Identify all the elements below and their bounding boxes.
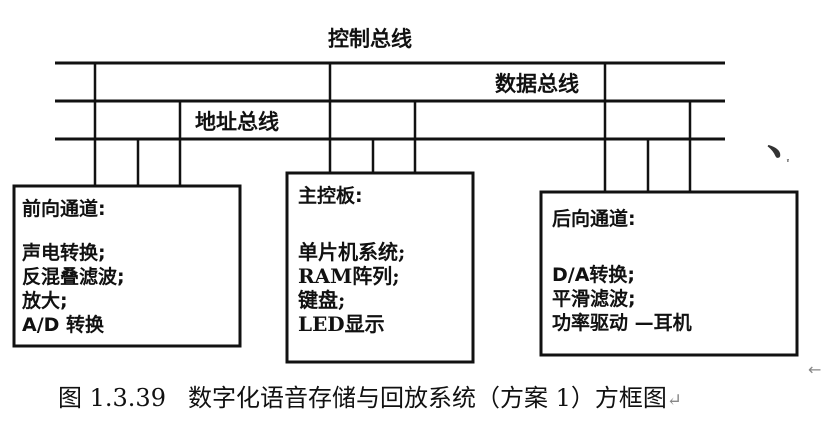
scan-marks: ﹅ ᷂ [765,142,789,163]
main-item: 单片机系统; [298,240,406,264]
return-mark-icon: ↵ [666,390,682,411]
figure-caption: 图 1.3.39 数字化语音存储与回放系统（方案 1）方框图↵ [58,386,682,410]
back-channel-text: 后向通道: D/A转换; 平滑滤波; 功率驱动 —耳机 [552,210,692,335]
main-board-title: 主控板: [298,185,363,207]
main-item: 键盘; [298,288,346,312]
front-item: A/D 转换 [22,314,105,336]
back-channel-box [539,190,799,357]
control-bus-label: 控制总线 [328,27,412,51]
arrow-left-icon: ← [808,360,822,379]
figure-title: 数字化语音存储与回放系统（方案 1）方框图 [187,384,667,412]
main-board-box [285,171,475,364]
back-item: D/A转换; [552,264,636,286]
front-channel-title: 前向通道: [22,198,106,220]
front-item: 放大; [22,290,68,312]
front-channel-box [12,184,242,348]
main-board-text: 主控板: 单片机系统; RAM阵列; 键盘; LED显示 [298,185,405,337]
main-item: RAM阵列; [298,264,400,288]
front-channel-items: 声电转换; 反混叠滤波; 放大; A/D 转换 [22,241,125,337]
main-board-items: 单片机系统; RAM阵列; 键盘; LED显示 [298,240,405,336]
back-item: 功率驱动 —耳机 [552,312,692,334]
address-bus-label: 地址总线 [195,110,279,134]
back-channel-title: 后向通道: [552,208,636,230]
front-item: 声电转换; [22,242,106,264]
data-bus-label: 数据总线 [495,72,579,96]
front-channel-text: 前向通道: 声电转换; 反混叠滤波; 放大; A/D 转换 [22,200,125,337]
back-channel-items: D/A转换; 平滑滤波; 功率驱动 —耳机 [552,263,692,335]
front-item: 反混叠滤波; [22,266,125,288]
figure-number: 图 1.3.39 [58,384,166,412]
back-item: 平滑滤波; [552,288,636,310]
main-item: LED显示 [298,312,385,336]
